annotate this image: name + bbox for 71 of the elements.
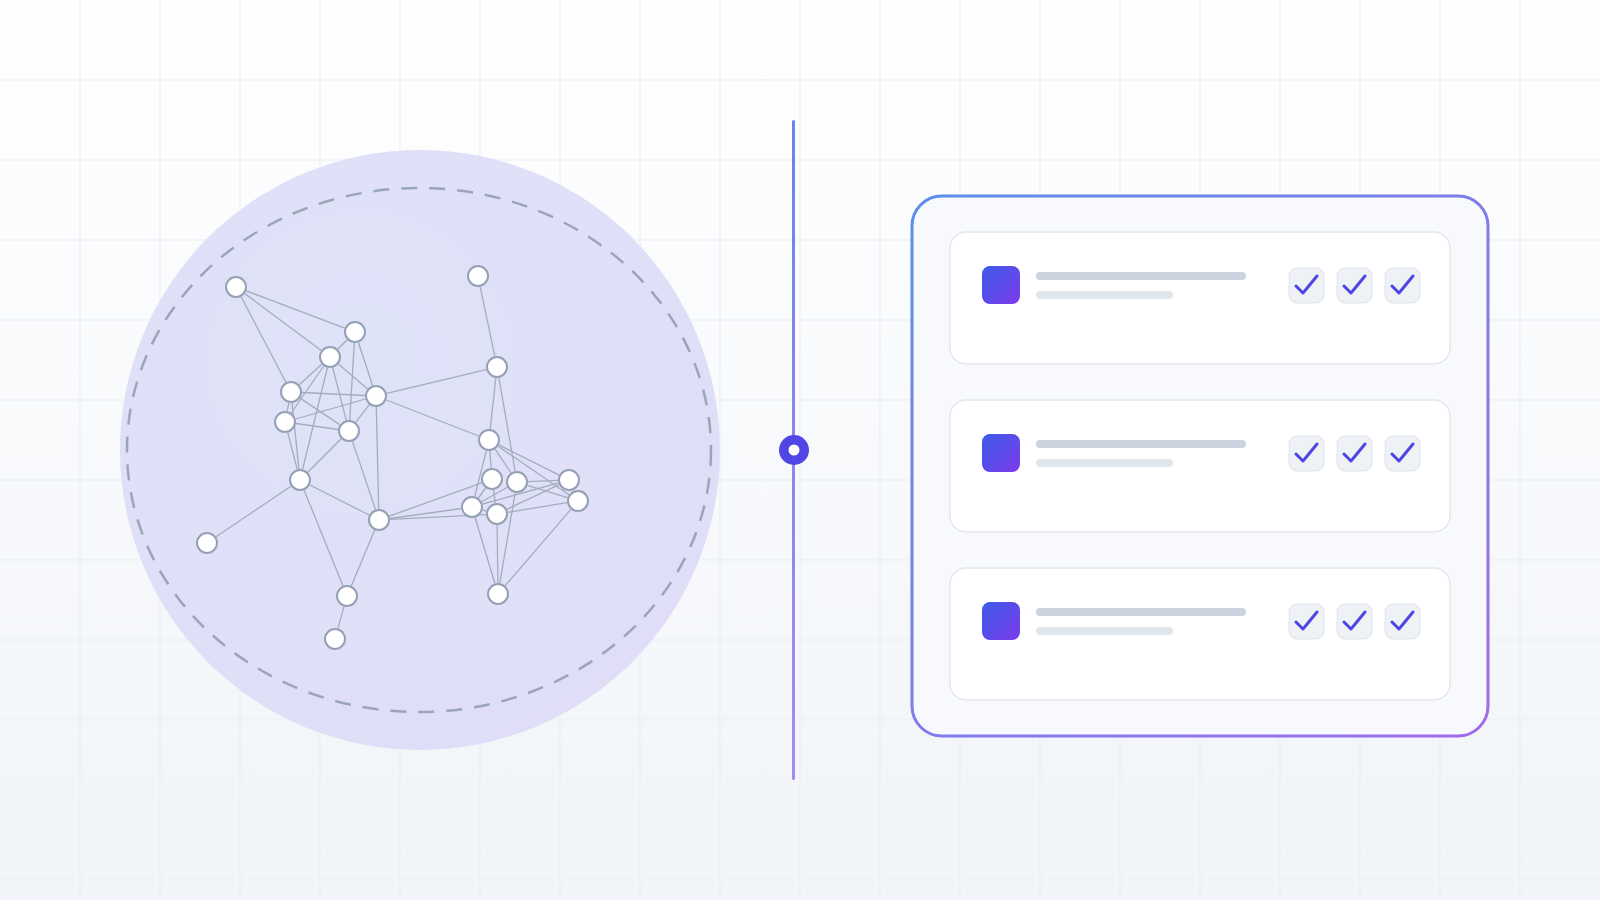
connector-line — [504, 508, 572, 587]
connector-line — [350, 529, 376, 587]
connector-line — [388, 482, 483, 517]
connector-line — [295, 422, 339, 431]
network-node — [478, 429, 500, 451]
network-node — [461, 496, 483, 518]
network-node — [558, 469, 580, 491]
connector-line — [480, 486, 509, 503]
connector-line — [489, 377, 497, 430]
connector-line — [494, 448, 512, 474]
network-node — [336, 585, 358, 607]
connector-line — [474, 516, 496, 585]
connector-line — [481, 482, 560, 505]
connector-line — [294, 398, 367, 420]
network-node — [289, 469, 311, 491]
connector-line — [489, 450, 492, 469]
network-node — [338, 420, 360, 442]
network-node — [274, 411, 296, 433]
connector-line — [506, 484, 560, 510]
connector-line — [309, 484, 370, 516]
connector-line — [355, 404, 370, 423]
network-node — [481, 468, 503, 490]
network-node — [196, 532, 218, 554]
network-node — [486, 356, 508, 378]
connector-line — [291, 402, 300, 470]
connector-line — [307, 438, 342, 473]
connector-line — [301, 391, 366, 397]
connector-line — [301, 367, 329, 470]
connector-line — [349, 342, 355, 421]
network-node — [280, 381, 302, 403]
connector-line — [244, 292, 322, 352]
connector-line — [497, 445, 570, 496]
connector-line — [303, 489, 344, 587]
connector-line — [481, 509, 488, 512]
network-node — [225, 276, 247, 298]
connector-line — [337, 605, 345, 630]
connector-line — [357, 341, 374, 387]
network-node — [344, 321, 366, 343]
connector-line — [479, 286, 496, 357]
connector-line — [375, 406, 380, 510]
network-node — [324, 628, 346, 650]
connector-line — [498, 377, 516, 472]
connector-line — [332, 367, 347, 421]
connector-line — [245, 290, 346, 329]
connector-line — [507, 502, 568, 513]
connector-line — [389, 507, 462, 520]
network-node — [567, 490, 589, 512]
connector-line — [496, 524, 499, 584]
connector-line — [526, 484, 569, 499]
network-node — [319, 346, 341, 368]
connector-line — [287, 431, 298, 471]
network-node — [486, 503, 508, 525]
connector-line — [498, 444, 560, 476]
connector-line — [240, 296, 287, 383]
connector-line — [299, 397, 341, 426]
connector-line — [337, 363, 369, 390]
network-node — [467, 265, 489, 287]
network-node — [365, 385, 387, 407]
connector-line — [474, 450, 487, 497]
network-node — [368, 509, 390, 531]
connector-line — [389, 513, 487, 521]
connector-line — [351, 440, 377, 511]
connector-line — [499, 492, 516, 584]
network-node — [506, 471, 528, 493]
connector-line — [527, 479, 559, 483]
network-node — [487, 583, 509, 605]
connector-line — [385, 399, 480, 437]
connector-line — [298, 363, 323, 386]
connector-line — [286, 402, 290, 412]
connector-line — [386, 368, 487, 395]
connector-line — [215, 485, 292, 538]
